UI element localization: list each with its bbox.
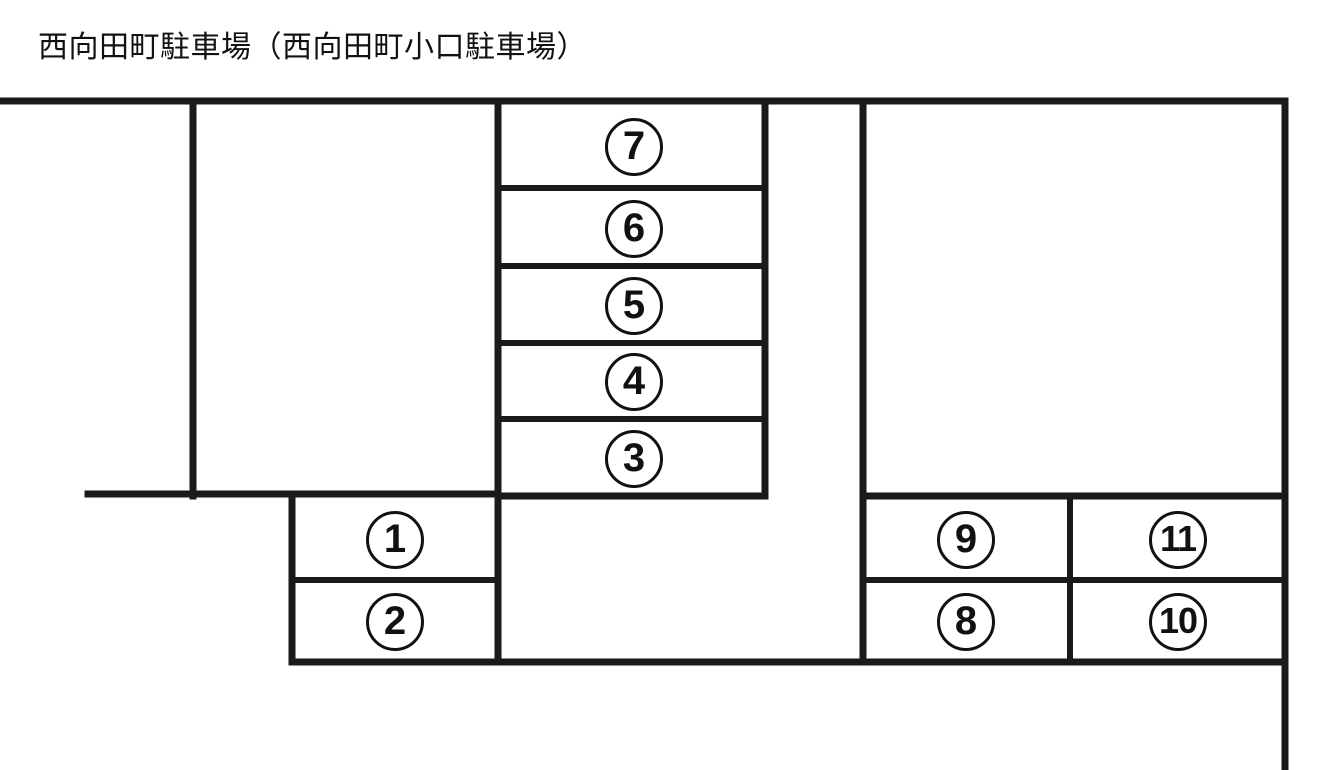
plan-line-group bbox=[0, 97, 1289, 770]
page-title: 西向田町駐車場（西向田町小口駐車場） bbox=[38, 31, 587, 64]
